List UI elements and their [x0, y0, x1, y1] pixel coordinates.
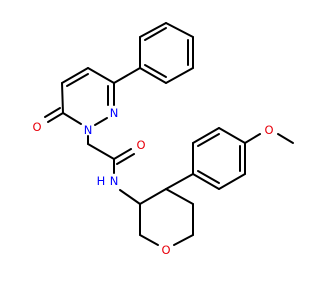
bond-camide-o-2	[116, 153, 135, 165]
bond-camide-o	[113, 148, 132, 160]
bond-ch2-camide	[87, 143, 115, 160]
bond-n1-c6	[62, 112, 82, 125]
bond-c6-c5	[61, 82, 64, 114]
bond-cq-ar1	[165, 173, 194, 190]
bond-o-ox3	[139, 234, 159, 246]
bond-c5-c4	[61, 67, 89, 84]
bond-c6-oxo	[47, 112, 64, 123]
atom-amide-hydrogen: H	[97, 174, 106, 188]
bond-ph2-ph3	[139, 22, 167, 38]
atom-methoxy-oxygen: O	[264, 123, 273, 137]
bond-ar4-ome	[244, 133, 261, 144]
bond-ph6-ph1	[139, 67, 167, 84]
atom-oxo-oxygen: O	[32, 120, 41, 134]
structure-canvas: O N N O N H O O	[32, 22, 294, 257]
atom-amide-oxygen: O	[136, 138, 145, 152]
bond-cq-ox1	[165, 188, 194, 205]
atom-n1: N	[84, 123, 93, 137]
atom-ring-oxygen: O	[161, 243, 170, 257]
bond-ch2-cq	[139, 188, 167, 205]
bond-ar2-ar3	[192, 127, 220, 144]
bond-ar-inner-1	[197, 133, 220, 147]
bond-ar3-ar4	[218, 127, 246, 144]
bond-layer	[44, 22, 294, 246]
atom-n2: N	[110, 106, 119, 120]
bond-ph5-ph6	[165, 67, 194, 84]
bond-c5-c4-inner	[66, 73, 89, 87]
bond-ome-ch3	[277, 133, 294, 144]
bond-ph3-ph4	[165, 22, 194, 38]
atom-amide-nitrogen: N	[110, 174, 119, 188]
molecule-diagram: O N N O N H O O	[32, 22, 294, 257]
bond-ar5-ar6	[218, 173, 246, 190]
bond-c3-phenyl	[113, 67, 141, 84]
bond-c4-c3	[87, 67, 115, 84]
bond-ph-inner-1	[144, 27, 167, 41]
bond-ph-inner-3	[144, 64, 167, 78]
atom-label-layer: O N N O N H O O	[32, 106, 273, 257]
bond-n2-n1	[94, 117, 108, 126]
bond-ar6-ar1	[192, 173, 220, 190]
bond-c6-oxo-2	[44, 107, 61, 118]
bond-n-ch2	[119, 189, 141, 205]
bond-ar-inner-3	[197, 170, 220, 184]
bond-ox2-o	[173, 234, 194, 246]
